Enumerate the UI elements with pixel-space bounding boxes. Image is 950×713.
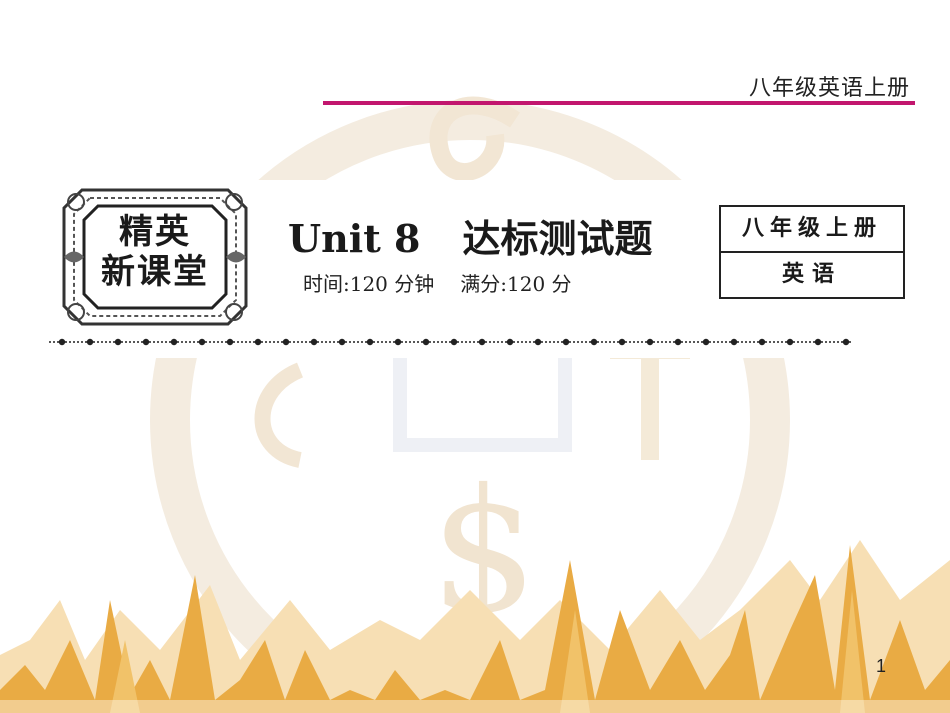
page-number: 1 <box>876 656 887 676</box>
grade-box: 八年级上册 英语 <box>719 205 905 299</box>
logo-text: 精英 新课堂 <box>88 212 222 292</box>
logo-line-2: 新课堂 <box>101 252 209 292</box>
series-label: 八年级英语上册 <box>748 76 910 101</box>
exam-info: 时间:120 分钟 满分:120 分 <box>303 268 572 297</box>
subject-label: 英语 <box>781 262 842 287</box>
grade-label: 八年级上册 <box>721 207 903 253</box>
time-limit: 时间:120 分钟 <box>303 272 435 296</box>
full-score: 满分:120 分 <box>460 272 572 296</box>
accent-rule <box>323 101 915 105</box>
logo-line-1: 精英 <box>119 212 191 252</box>
title-name: 达标测试题 <box>462 216 653 261</box>
title-unit: Unit 8 <box>288 216 421 261</box>
page-title: Unit 8 达标测试题 <box>288 208 652 263</box>
dotted-divider <box>49 338 851 346</box>
logo-frame <box>62 188 248 326</box>
